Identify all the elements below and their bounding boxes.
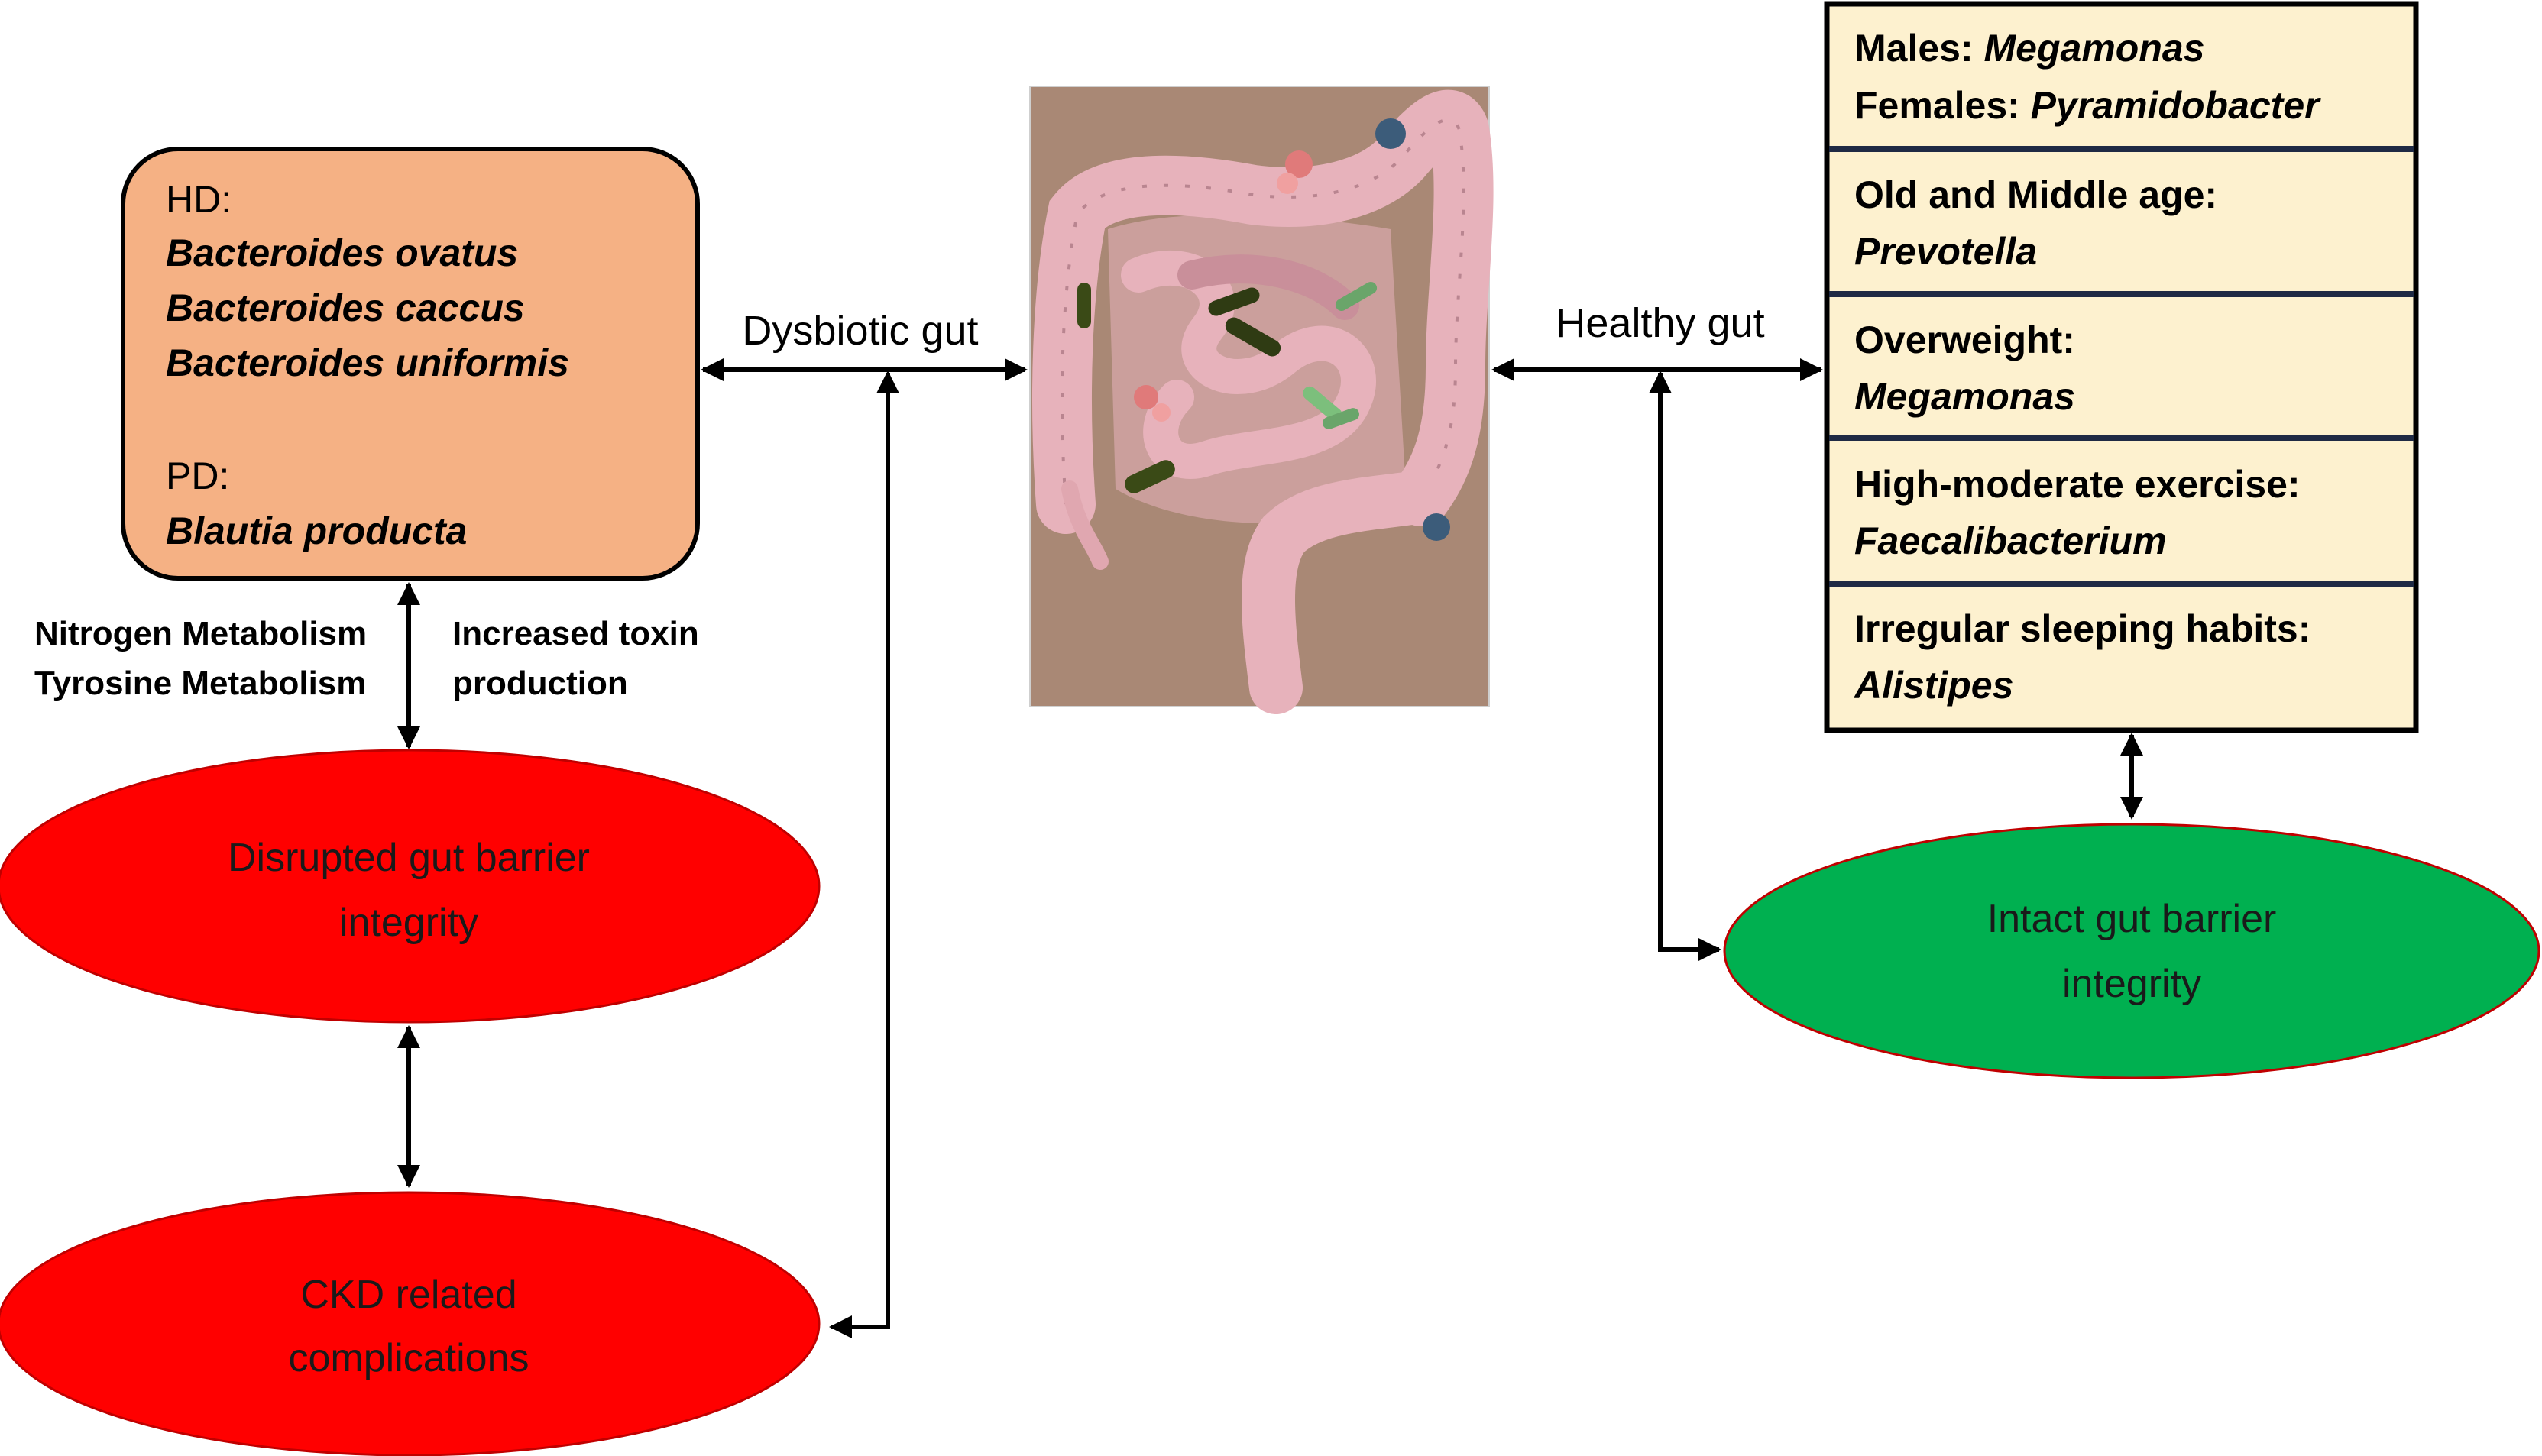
metabolism-line-2: Tyrosine Metabolism (34, 665, 366, 702)
disrupted-line-1: Disrupted gut barrier (228, 836, 590, 880)
factor-weight-line-2: Megamonas (1854, 375, 2075, 418)
intestine-illustration (1029, 86, 1494, 714)
ckd-line-1: CKD related (300, 1273, 516, 1317)
factor-age-line-1: Old and Middle age: (1854, 173, 2217, 216)
connectors (397, 358, 2143, 1338)
factor-exercise-line-1: High-moderate exercise: (1854, 463, 2301, 506)
factor-age-line-2: Prevotella (1854, 230, 2037, 273)
hd-label: HD: (166, 178, 232, 221)
factor-sleep-line-2: Alistipes (1853, 664, 2013, 707)
factor-sleep-line-1: Irregular sleeping habits: (1854, 607, 2310, 650)
ckd-line-2: complications (288, 1336, 529, 1380)
arrow-healthy-to-intact (1649, 370, 1721, 961)
hd-species-3: Bacteroides uniformis (166, 341, 569, 384)
dysbiotic-gut-label: Dysbiotic gut (742, 308, 978, 354)
factor-sex-line-1: Males: Megamonas (1854, 27, 2204, 70)
toxin-line-2: production (452, 665, 628, 702)
metabolism-line-1: Nitrogen Metabolism (34, 615, 367, 652)
factor-sex-line-2: Females: Pyramidobacter (1854, 84, 2321, 127)
metabolism-labels: Nitrogen Metabolism Tyrosine Metabolism (34, 615, 367, 702)
bacteria-cluster (1077, 118, 1450, 541)
pd-species-1: Blautia producta (166, 510, 467, 552)
intact-barrier-ellipse: Intact gut barrier integrity (1723, 823, 2540, 1079)
toxin-labels: Increased toxin production (452, 615, 699, 702)
disrupted-line-2: integrity (339, 901, 478, 945)
hd-pd-species-box: HD: Bacteroides ovatus Bacteroides caccu… (121, 147, 700, 581)
hd-species-2: Bacteroides caccus (166, 286, 525, 329)
pd-label: PD: (166, 455, 229, 497)
intact-line-1: Intact gut barrier (1987, 897, 2277, 941)
factor-weight-line-1: Overweight: (1854, 319, 2075, 361)
healthy-gut-label: Healthy gut (1556, 300, 1764, 346)
disrupted-barrier-ellipse: Disrupted gut barrier integrity (0, 749, 821, 1024)
intact-line-2: integrity (2062, 962, 2201, 1006)
ckd-complications-ellipse: CKD related complications (0, 1191, 821, 1456)
toxin-line-1: Increased toxin (452, 615, 699, 652)
arrow-dysbiotic-to-ckd (829, 370, 899, 1338)
hd-species-1: Bacteroides ovatus (166, 231, 518, 274)
factor-exercise-line-2: Faecalibacterium (1854, 519, 2167, 562)
healthy-gut-factors-box: Males: Megamonas Females: Pyramidobacter… (1824, 1, 2419, 733)
